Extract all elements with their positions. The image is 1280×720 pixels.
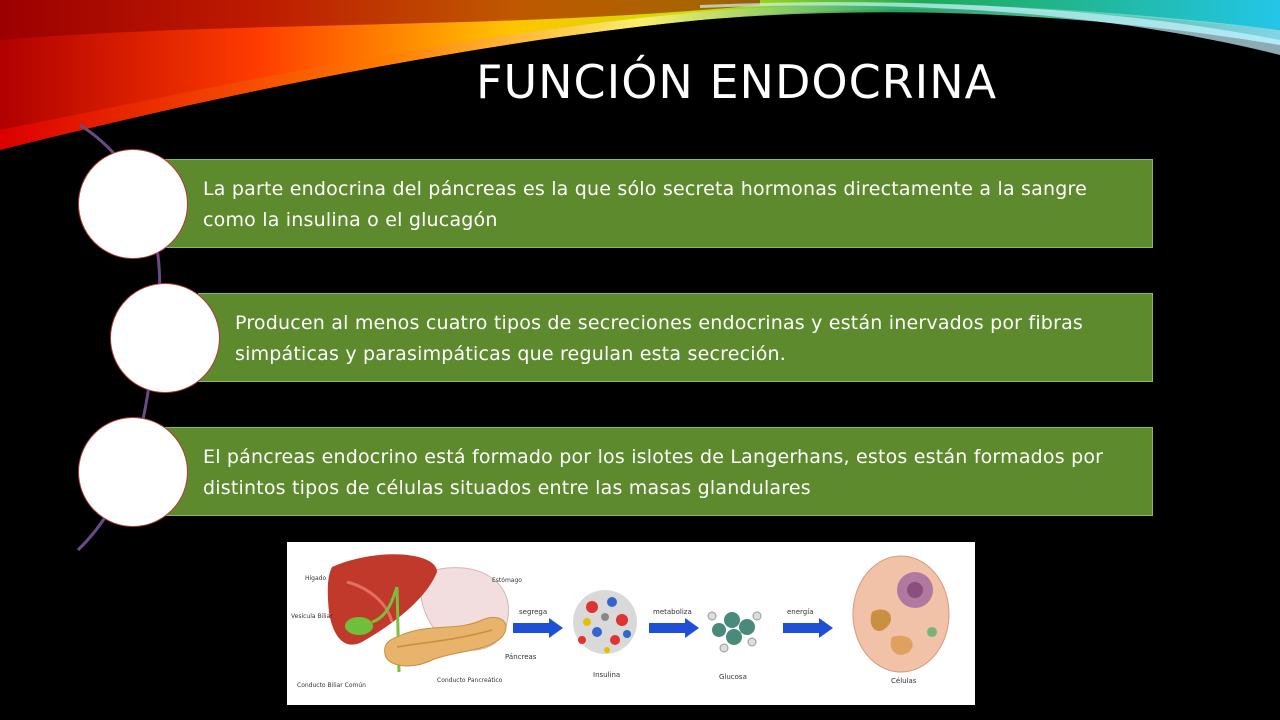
list-item-text: La parte endocrina del páncreas es la qu… xyxy=(203,178,1087,231)
pancreas-insulin-illustration: Hígado Vesícula Biliar Conducto Biliar C… xyxy=(287,542,975,705)
list-item-text: Producen al menos cuatro tipos de secrec… xyxy=(235,312,1084,365)
label-pancreas: Páncreas xyxy=(505,653,537,661)
label-conducto-pancreatico: Conducto Pancreático xyxy=(437,677,503,684)
label-glucosa: Glucosa xyxy=(719,673,747,681)
bullet-circle xyxy=(78,417,188,527)
gallbladder-icon xyxy=(345,617,373,635)
list-item-text: El páncreas endocrino está formado por l… xyxy=(203,446,1104,499)
list-item-box: Producen al menos cuatro tipos de secrec… xyxy=(198,293,1153,382)
slide-title: FUNCIÓN ENDOCRINA xyxy=(476,55,998,109)
pancreas-icon xyxy=(384,616,507,667)
arrow-icon xyxy=(649,618,699,638)
label-celulas: Células xyxy=(891,677,917,685)
label-metaboliza: metaboliza xyxy=(653,608,692,616)
label-energia: energía xyxy=(787,608,813,616)
label-insulina: Insulina xyxy=(593,671,620,679)
arrow-icon xyxy=(513,618,563,638)
cell-icon xyxy=(852,555,950,673)
insulin-molecule-icon xyxy=(573,590,637,654)
arrow-icon xyxy=(783,618,833,638)
glucose-molecule-icon xyxy=(707,611,762,653)
label-higado: Hígado xyxy=(305,575,326,582)
list-item-box: La parte endocrina del páncreas es la qu… xyxy=(134,159,1153,248)
label-conducto-biliar: Conducto Biliar Común xyxy=(297,682,366,689)
bullet-circle xyxy=(110,283,220,393)
list-item-box: El páncreas endocrino está formado por l… xyxy=(134,427,1153,516)
bullet-circle xyxy=(78,149,188,259)
decorative-streaks xyxy=(0,0,1280,150)
label-vesicula: Vesícula Biliar xyxy=(291,613,333,620)
label-estomago: Estómago xyxy=(492,577,522,584)
label-segrega: segrega xyxy=(519,608,547,616)
